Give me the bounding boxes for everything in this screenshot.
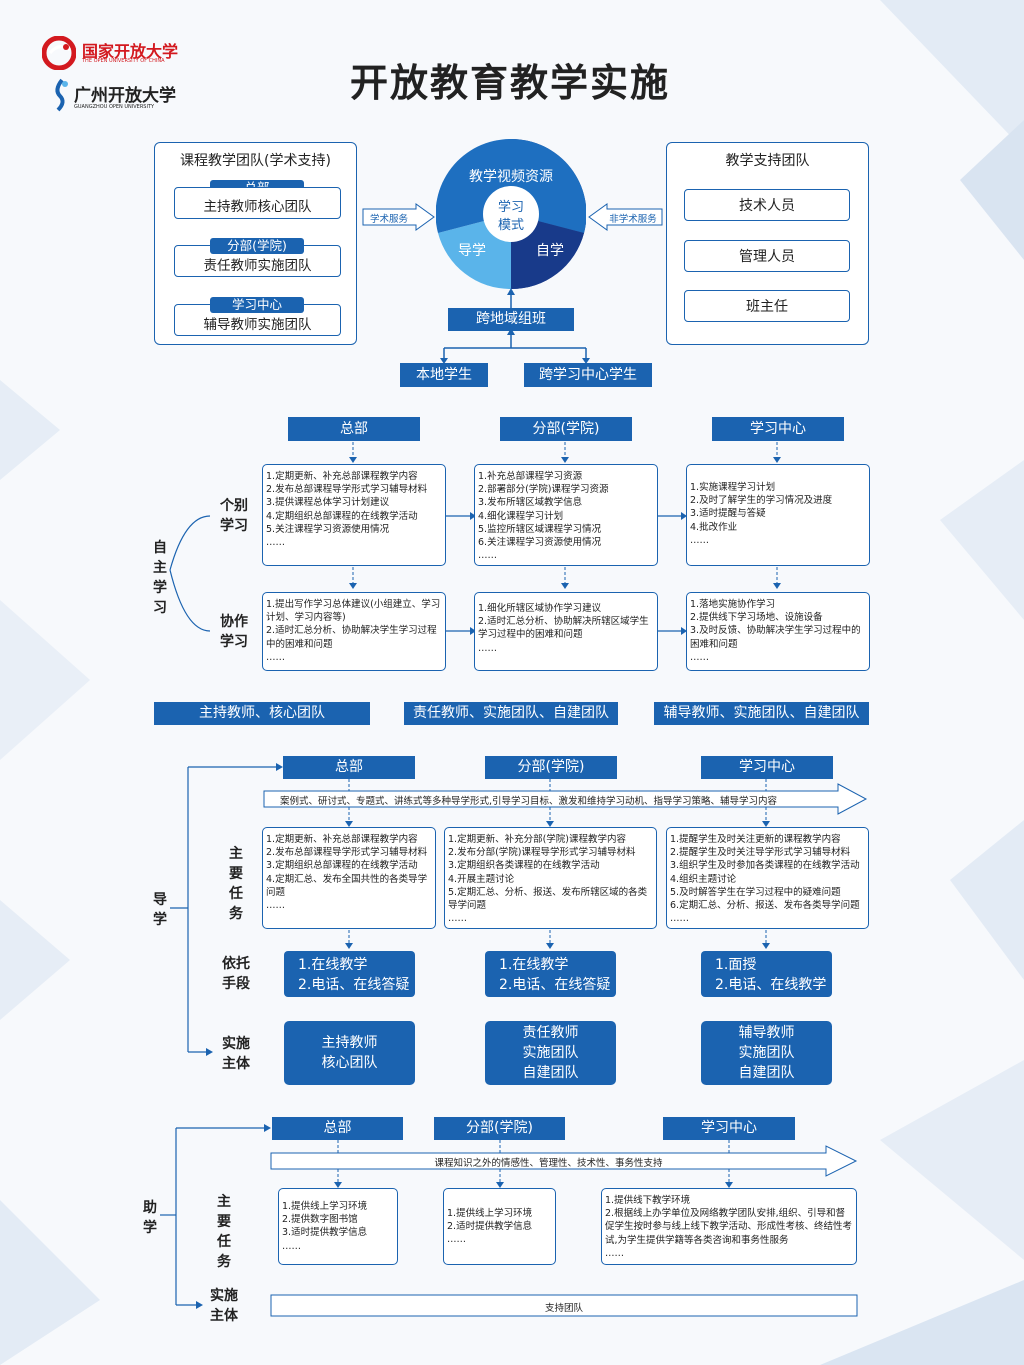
individual-hq-tasks: 1.定期更新、补充总部课程教学内容 2.发布总部课程导学形式学习辅导材料 3.提…: [262, 464, 446, 566]
non-academic-service-arrow: [588, 203, 663, 231]
guide-hq-tasks: 1.定期更新、补充总部课程教学内容 2.发布总部课程导学形式学习辅导材料 3.定…: [262, 827, 436, 929]
guide-tasks-label: 主 要 任 务: [229, 846, 243, 922]
support-center-tasks: 1.提供线下教学环境 2.根据线上办学单位及网络教学团队安排,组织、引导和督促学…: [601, 1188, 857, 1265]
team-bar-branch: 责任教师、实施团队、自建团队: [404, 702, 618, 725]
self-study-side-label: 自 主 学 习: [153, 540, 167, 616]
student-local: 本地学生: [400, 363, 488, 387]
support-item-headteacher: 班主任: [684, 290, 850, 322]
guide-col-branch: 分部(学院): [485, 756, 617, 779]
logo1-cn-text: 国家开放大学: [82, 42, 179, 61]
support-col-branch: 分部(学院): [434, 1117, 565, 1140]
guide-col-center: 学习中心: [701, 756, 833, 779]
individual-study-label: 个别 学习: [220, 498, 248, 534]
support-hq-tasks: 1.提供线上学习环境 2.提供数字图书馆 3.适时提供教学信息 ……: [278, 1188, 398, 1265]
self-study-connectors: [169, 442, 781, 635]
guide-means-branch: 1.在线教学 2.电话、在线答疑: [485, 951, 616, 997]
guide-actor-hq: 主持教师 核心团队: [284, 1021, 415, 1085]
guide-actor-center: 辅导教师 实施团队 自建团队: [701, 1021, 832, 1085]
support-branch-tasks: 1.提供线上学习环境 2.适时提供教学信息 ……: [443, 1188, 556, 1265]
support-side-label: 助 学: [143, 1200, 157, 1236]
support-actor-team: 支持团队: [544, 1303, 583, 1314]
collab-branch-tasks: 1.细化所辖区域协作学习建议 2.适时汇总分析、协助解决所辖区域学生学习过程中的…: [474, 592, 658, 671]
team-tag-branch: 分部(学院): [210, 238, 304, 254]
team-bar-center: 辅导教师、实施团队、自建团队: [654, 702, 869, 725]
individual-center-tasks: 1.实施课程学习计划 2.及时了解学生的学习情况及进度 3.适时提醒与答疑 4.…: [686, 464, 870, 566]
logo2-cn-text: 广州开放大学: [74, 86, 176, 106]
collab-center-tasks: 1.落地实施协作学习 2.提供线下学习场地、设施设备 3.及时反馈、协助解决学生…: [686, 592, 870, 671]
guide-center-tasks: 1.提醒学生及时关注更新的课程教学内容 2.提醒学生及时关注导学形式学习辅导材料…: [666, 827, 869, 929]
support-col-center: 学习中心: [663, 1117, 795, 1140]
support-col-hq: 总部: [272, 1117, 403, 1140]
support-tasks-label: 主 要 任 务: [217, 1194, 231, 1270]
logo-guangzhou-open-university: 广州开放大学 GUANGZHOU OPEN UNIVERSITY: [50, 78, 190, 114]
guidance-arrow-text: 案例式、研讨式、专题式、讲练式等多种导学形式,引导学习目标、激发和维持学习动机、…: [280, 796, 778, 807]
academic-service-arrow: [362, 203, 435, 231]
team-bar-hq: 主持教师、核心团队: [154, 702, 370, 725]
support-actors-label: 实施 主体: [210, 1288, 238, 1324]
non-academic-service-label: 非学术服务: [609, 214, 657, 225]
self-col-branch: 分部(学院): [500, 417, 632, 441]
guide-branch-tasks: 1.定期更新、补充分部(学院)课程教学内容 2.发布分部(学院)课程导学形式学习…: [444, 827, 657, 929]
self-col-hq: 总部: [288, 417, 420, 441]
page-title: 开放教育教学实施: [349, 60, 670, 105]
guide-means-hq: 1.在线教学 2.电话、在线答疑: [284, 951, 415, 997]
course-team-title: 课程教学团队(学术支持): [180, 153, 331, 169]
support-team-title: 教学支持团队: [725, 153, 810, 169]
circle-left-label: 导学: [458, 243, 486, 259]
guide-col-hq: 总部: [283, 756, 415, 779]
support-item-tech: 技术人员: [684, 189, 850, 221]
gzou-logo-icon: [55, 78, 68, 112]
student-cross-center: 跨学习中心学生: [524, 363, 652, 387]
guidance-connectors: [170, 763, 868, 1056]
team-label-hq: 主持教师核心团队: [174, 187, 341, 219]
ouc-logo-icon: [42, 36, 76, 70]
top-connectors: [440, 288, 590, 364]
collab-study-label: 协作 学习: [220, 614, 248, 650]
logo1-en-text: THE OPEN UNIVERSITY OF CHINA: [82, 58, 165, 64]
circle-right-label: 自学: [536, 243, 564, 259]
circle-top-label: 教学视频资源: [469, 169, 553, 185]
individual-branch-tasks: 1.补充总部课程学习资源 2.部署部分(学院)课程学习资源 3.发布所辖区域教学…: [474, 464, 658, 566]
guide-means-center: 1.面授 2.电话、在线教学: [701, 951, 832, 997]
guide-actor-branch: 责任教师 实施团队 自建团队: [485, 1021, 616, 1085]
self-col-center: 学习中心: [712, 417, 844, 441]
logo2-en-text: GUANGZHOU OPEN UNIVERSITY: [74, 104, 155, 110]
guidance-side-label: 导 学: [153, 892, 167, 928]
cross-region-class-box: 跨地域组班: [448, 308, 574, 331]
learning-mode-circle: [436, 138, 586, 290]
logo-open-university-of-china: 国家开放大学 THE OPEN UNIVERSITY OF CHINA: [42, 36, 192, 70]
collab-hq-tasks: 1.提出写作学习总体建议(小组建立、学习计划、学习内容等) 2.适时汇总分析、协…: [262, 592, 446, 671]
support-arrow-text: 课程知识之外的情感性、管理性、技术性、事务性支持: [434, 1158, 663, 1169]
support-item-admin: 管理人员: [684, 240, 850, 272]
circle-center-label: 学习 模式: [497, 200, 524, 233]
guide-means-label: 依托 手段: [222, 956, 250, 992]
guide-actors-label: 实施 主体: [222, 1036, 250, 1072]
team-tag-center: 学习中心: [210, 297, 304, 313]
academic-service-label: 学术服务: [369, 214, 408, 225]
